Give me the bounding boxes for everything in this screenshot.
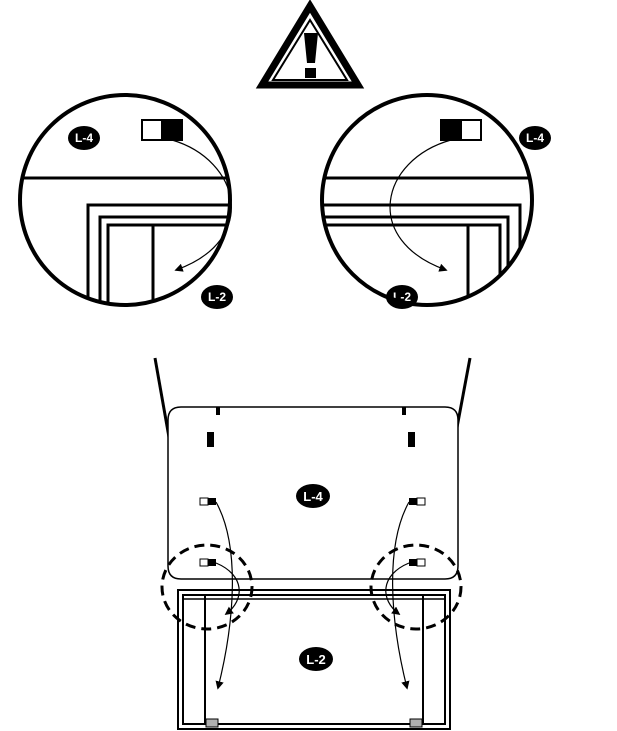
left-callout-cam-lock bbox=[141, 119, 183, 141]
left-callout-label-l4-text: L-4 bbox=[75, 131, 93, 145]
right-callout-label-l4: L-4 bbox=[519, 126, 551, 150]
left-foot bbox=[205, 718, 219, 728]
right-callout-circle: L-4 L-2 bbox=[320, 93, 551, 309]
right-callout-cam-lock bbox=[440, 119, 482, 141]
warning-triangle-icon bbox=[255, 0, 365, 89]
panel-label-l4-text: L-4 bbox=[303, 489, 323, 504]
left-callout-label-l2: L-2 bbox=[201, 285, 233, 309]
panel-cam-lock-left-lower bbox=[199, 558, 216, 567]
left-callout-label-l4: L-4 bbox=[68, 126, 100, 150]
panel-label-l4: L-4 bbox=[296, 484, 330, 508]
right-callout-arrow bbox=[389, 139, 452, 272]
frame-label-l2: L-2 bbox=[299, 647, 333, 671]
left-detail-dashed-circle bbox=[160, 543, 254, 631]
panel-arrow-right-short bbox=[385, 562, 410, 615]
right-detail-dashed-circle bbox=[369, 543, 463, 631]
left-callout-circle: L-4 L-2 bbox=[18, 93, 233, 309]
left-callout-label-l2-text: L-2 bbox=[208, 290, 226, 304]
frame-label-l2-text: L-2 bbox=[306, 652, 326, 667]
panel-arrow-right-long bbox=[392, 501, 410, 690]
bottom-frame-l2 bbox=[177, 589, 451, 730]
panel-arrow-left-short bbox=[215, 562, 240, 615]
right-callout-label-l4-text: L-4 bbox=[526, 131, 544, 145]
panel-cam-lock-right-lower bbox=[409, 558, 426, 567]
panel-arrow-left-long bbox=[215, 501, 233, 690]
panel-cam-lock-left-upper bbox=[199, 497, 216, 506]
panel-cam-lock-right-upper bbox=[409, 497, 426, 506]
right-foot bbox=[409, 718, 423, 728]
